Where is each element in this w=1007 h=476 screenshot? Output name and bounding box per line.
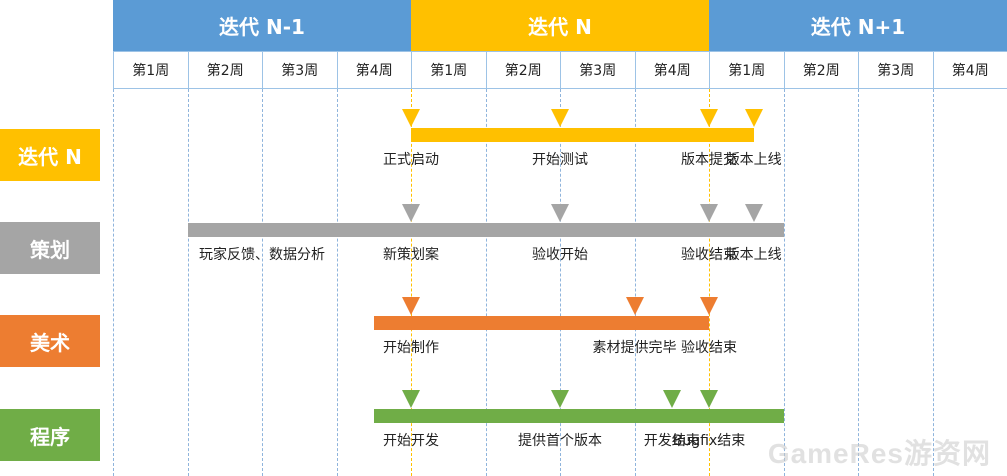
week-guide-line (932, 89, 934, 476)
milestone-marker (744, 204, 763, 222)
milestone-label: 开始开发 (383, 433, 439, 449)
milestone-label: Bugfix结束 (672, 433, 746, 449)
week-cell: 第2周 (783, 51, 858, 89)
timeline-bar-programming (373, 409, 784, 423)
milestone-label: 正式启动 (383, 152, 439, 168)
milestone-label: 版本上线 (725, 152, 782, 168)
milestone-marker (402, 204, 420, 222)
week-guide-line (336, 89, 338, 476)
row-label-planning: 策划 (0, 222, 100, 274)
milestone-label: 素材提供完毕 (592, 340, 677, 356)
timeline-bar-iteration-n (411, 128, 754, 142)
milestone-marker (700, 109, 718, 127)
pre-phase-label: 玩家反馈、数据分析 (199, 247, 325, 263)
week-guide-line (485, 89, 487, 476)
week-guide-line (709, 89, 710, 476)
milestone-marker (551, 109, 569, 127)
week-cell: 第1周 (411, 51, 486, 89)
milestone-label: 开始制作 (383, 340, 439, 356)
milestone-marker (744, 109, 763, 127)
week-guide-line (634, 89, 636, 476)
milestone-label: 版本上线 (725, 247, 782, 263)
week-guide-line (858, 89, 859, 476)
milestone-marker (700, 390, 718, 408)
milestone-label: 开始测试 (532, 152, 588, 168)
milestone-marker (700, 204, 718, 222)
milestone-marker (625, 297, 644, 315)
watermark: GameRes游资网 (767, 438, 991, 469)
week-cell: 第3周 (858, 51, 933, 89)
week-guide-line (783, 89, 785, 476)
milestone-marker (402, 390, 420, 408)
week-guide-line (113, 89, 114, 476)
week-cell: 第1周 (113, 51, 188, 89)
iteration-header: 迭代 N-1 (113, 0, 411, 51)
milestone-marker (551, 390, 569, 408)
week-guide-line (262, 89, 263, 476)
week-cell: 第2周 (187, 51, 262, 89)
week-cell: 第4周 (336, 51, 411, 89)
week-cell: 第1周 (709, 51, 784, 89)
row-label-programming: 程序 (0, 409, 100, 461)
week-guide-line (411, 89, 412, 476)
iteration-header: 迭代 N+1 (709, 0, 1007, 51)
milestone-label: 开发结束 (643, 433, 700, 449)
week-guide-line (187, 89, 189, 476)
iteration-header: 迭代 N (411, 0, 709, 51)
milestone-marker (402, 109, 420, 127)
milestone-marker (551, 204, 569, 222)
milestone-label: 新策划案 (383, 247, 439, 263)
milestone-label: 提供首个版本 (518, 433, 602, 449)
week-cell: 第4周 (634, 51, 709, 89)
timeline-bar-art (373, 316, 709, 330)
milestone-label: 验收结束 (681, 247, 737, 263)
milestone-marker (662, 390, 681, 408)
week-cell: 第2周 (485, 51, 560, 89)
week-guide-line (560, 89, 561, 476)
milestone-marker (402, 297, 420, 315)
milestone-label: 版本提交 (681, 152, 737, 168)
row-label-iteration-n: 迭代 N (0, 129, 100, 181)
milestone-label: 验收开始 (532, 247, 588, 263)
week-cell: 第4周 (932, 51, 1007, 89)
milestone-label: 验收结束 (681, 340, 737, 356)
row-label-art: 美术 (0, 315, 100, 367)
week-cell: 第3周 (560, 51, 635, 89)
milestone-marker (700, 297, 718, 315)
week-cell: 第3周 (262, 51, 337, 89)
timeline-bar-planning (187, 223, 784, 237)
